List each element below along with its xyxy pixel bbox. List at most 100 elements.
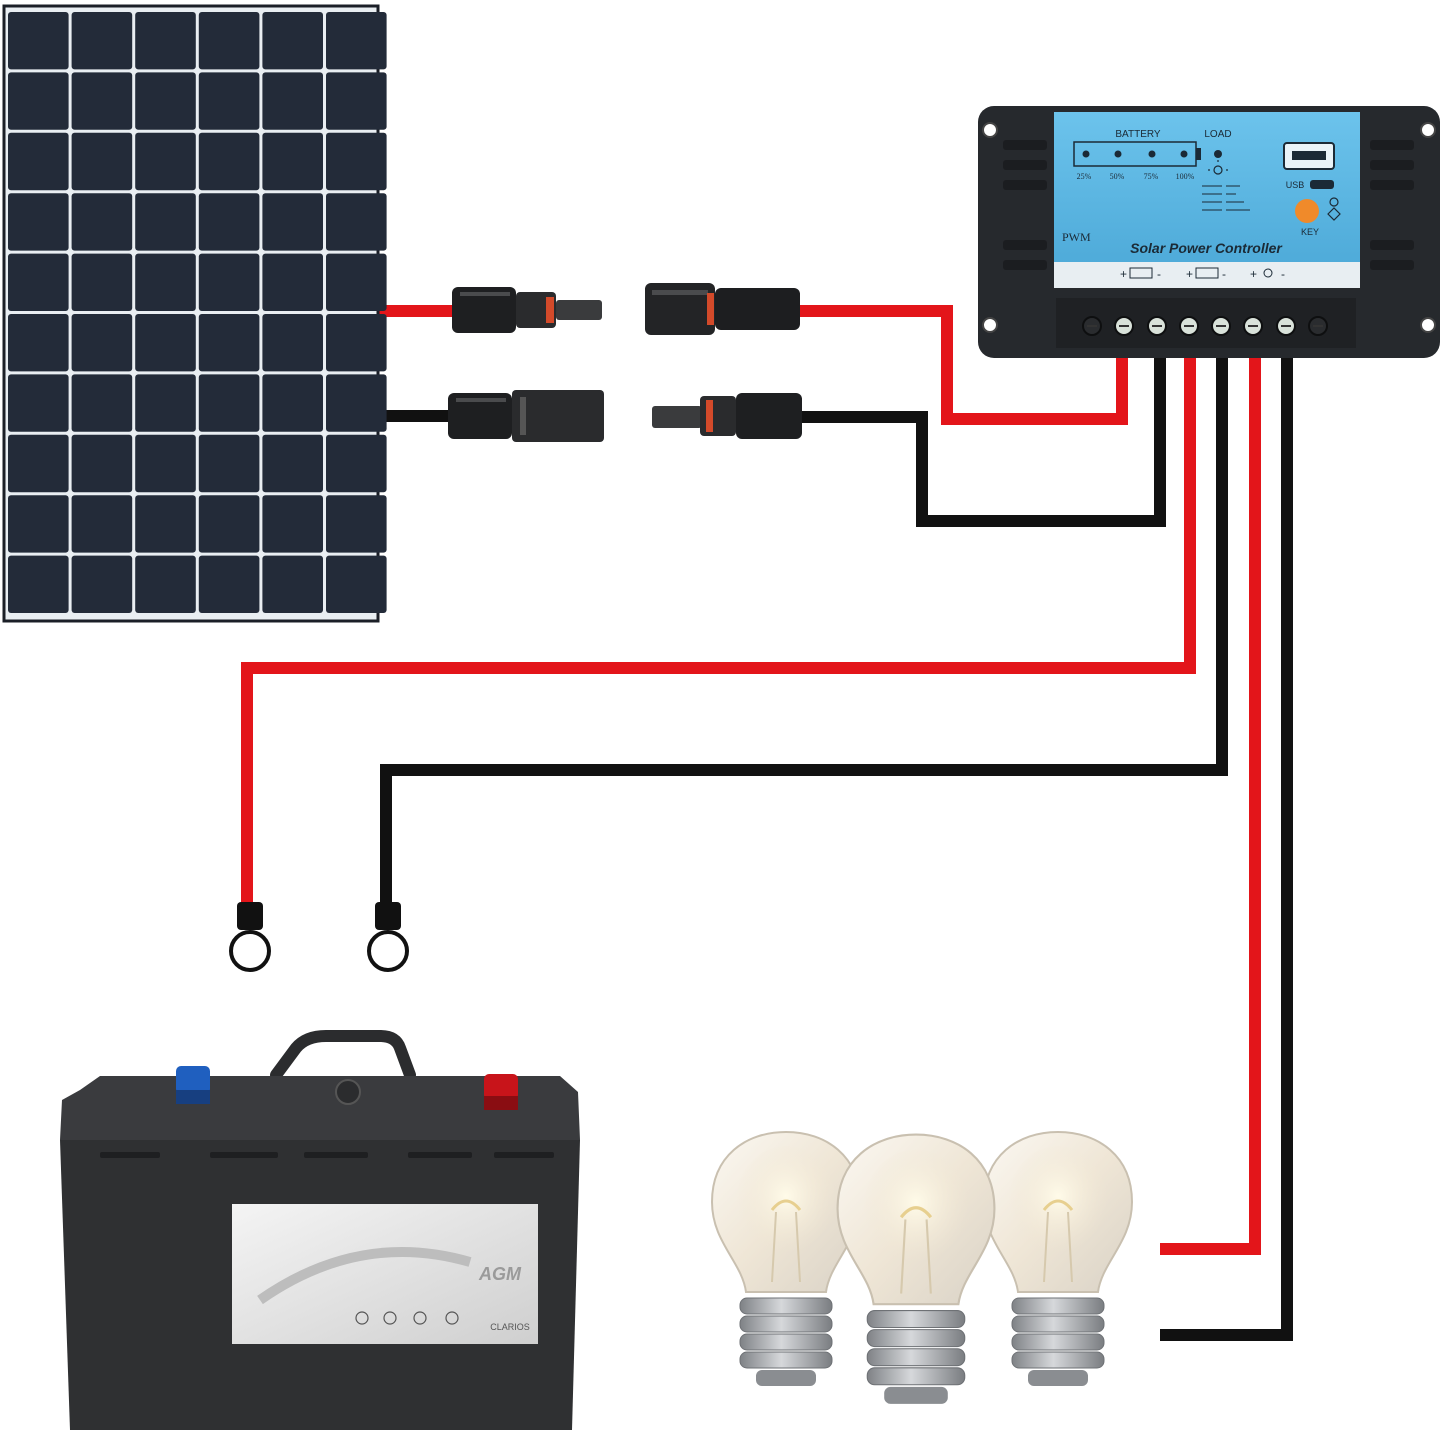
solar-cell xyxy=(8,72,69,130)
level-25: 25% xyxy=(1077,172,1092,181)
terminal-screw[interactable] xyxy=(1211,316,1231,336)
terminal-screw[interactable] xyxy=(1114,316,1134,336)
svg-text:+: + xyxy=(1186,267,1193,281)
usb-symbol-icon xyxy=(1310,180,1334,189)
solar-cell xyxy=(198,434,260,493)
solar-cell xyxy=(135,314,196,372)
solar-cell xyxy=(71,374,133,432)
level-50: 50% xyxy=(1110,172,1125,181)
solar-cell xyxy=(326,132,387,191)
light-bulb-icon xyxy=(710,1130,1134,1404)
solar-cell xyxy=(135,495,196,553)
solar-cell xyxy=(135,253,196,311)
mount-hole-right xyxy=(1420,122,1436,138)
wire-connector-to-controller-pv-positive xyxy=(800,305,1128,425)
solar-cell xyxy=(8,12,69,70)
load-label: LOAD xyxy=(1204,129,1231,140)
ring-terminal-negative xyxy=(367,902,409,972)
solar-cell xyxy=(198,12,260,70)
wire-controller-to-load-positive xyxy=(1160,356,1261,1255)
svg-text:-: - xyxy=(1222,267,1226,281)
svg-text:+: + xyxy=(1120,267,1127,281)
solar-cell xyxy=(262,555,323,613)
solar-cell xyxy=(262,374,323,432)
wire-controller-to-battery-negative xyxy=(380,356,1228,905)
controller-title: Solar Power Controller xyxy=(1130,240,1283,256)
solar-cell xyxy=(71,132,133,191)
battery-label: BATTERY xyxy=(1115,129,1161,140)
solar-cell xyxy=(135,12,196,70)
battery-spec-icons xyxy=(355,1311,459,1325)
terminal-block xyxy=(1082,316,1328,336)
ring-terminal-positive xyxy=(229,902,271,972)
solar-cell xyxy=(135,434,196,493)
solar-cell xyxy=(135,193,196,251)
solar-cell xyxy=(198,495,260,553)
solar-cell xyxy=(198,374,260,432)
key-button[interactable] xyxy=(1295,199,1319,223)
mc4-connector-top-right xyxy=(645,283,800,335)
terminal-screw[interactable] xyxy=(1082,316,1102,336)
solar-cell xyxy=(326,72,387,130)
terminal-screw[interactable] xyxy=(1147,316,1167,336)
solar-cell xyxy=(135,374,196,432)
solar-cell xyxy=(8,193,69,251)
solar-panel-cells xyxy=(8,12,387,613)
solar-cell xyxy=(198,253,260,311)
solar-cell xyxy=(326,314,387,372)
solar-cell xyxy=(198,555,260,613)
terminal-screw[interactable] xyxy=(1179,316,1199,336)
mc4-connector-bottom-right xyxy=(652,393,802,439)
solar-cell xyxy=(326,495,387,553)
solar-cell xyxy=(262,132,323,191)
solar-cell xyxy=(8,434,69,493)
solar-cell xyxy=(71,72,133,130)
pwm-label: PWM xyxy=(1062,230,1091,244)
solar-cell xyxy=(198,193,260,251)
solar-panel-icon xyxy=(2,4,387,623)
mount-hole-left-lower xyxy=(982,317,998,333)
solar-cell xyxy=(326,434,387,493)
level-75: 75% xyxy=(1144,172,1159,181)
solar-cell xyxy=(262,314,323,372)
solar-cell xyxy=(262,253,323,311)
light-bulb xyxy=(836,1133,996,1404)
light-bulb xyxy=(710,1130,862,1386)
key-label: KEY xyxy=(1301,227,1319,237)
terminal-screw[interactable] xyxy=(1243,316,1263,336)
solar-cell xyxy=(262,12,323,70)
mc4-connector-bottom-left xyxy=(448,390,604,442)
mount-hole-right-lower xyxy=(1420,317,1436,333)
terminal-symbols: + - + - + - xyxy=(1120,267,1285,281)
battery-terminal-negative xyxy=(176,1066,210,1094)
terminal-screw[interactable] xyxy=(1308,316,1328,336)
solar-cell xyxy=(8,555,69,613)
solar-cell xyxy=(135,72,196,130)
level-100: 100% xyxy=(1176,172,1195,181)
bulb-symbol-icon xyxy=(1208,160,1228,175)
wire-controller-to-load-negative xyxy=(1160,356,1293,1341)
solar-cell xyxy=(71,12,133,70)
solar-cell xyxy=(262,495,323,553)
ring-terminal-icon xyxy=(229,902,409,972)
solar-cell xyxy=(71,495,133,553)
battery-brand: CLARIOS xyxy=(490,1322,530,1332)
solar-cell xyxy=(135,132,196,191)
solar-cell xyxy=(71,314,133,372)
car-battery-icon: AGM CLARIOS xyxy=(60,1030,580,1430)
usb-label: USB xyxy=(1286,180,1305,190)
terminal-screw[interactable] xyxy=(1276,316,1296,336)
solar-cell xyxy=(326,253,387,311)
solar-cell xyxy=(326,12,387,70)
svg-text:+: + xyxy=(1250,267,1257,281)
solar-cell xyxy=(8,314,69,372)
solar-cell xyxy=(135,555,196,613)
wire-connector-to-controller-pv-negative xyxy=(800,356,1166,527)
svg-text:-: - xyxy=(1157,267,1161,281)
solar-cell xyxy=(198,132,260,191)
charge-controller-icon: BATTERY LOAD 25% 50% 75% 100% USB xyxy=(978,106,1440,358)
solar-cell xyxy=(71,434,133,493)
wire-controller-to-battery-positive xyxy=(241,356,1196,905)
solar-cell xyxy=(8,132,69,191)
